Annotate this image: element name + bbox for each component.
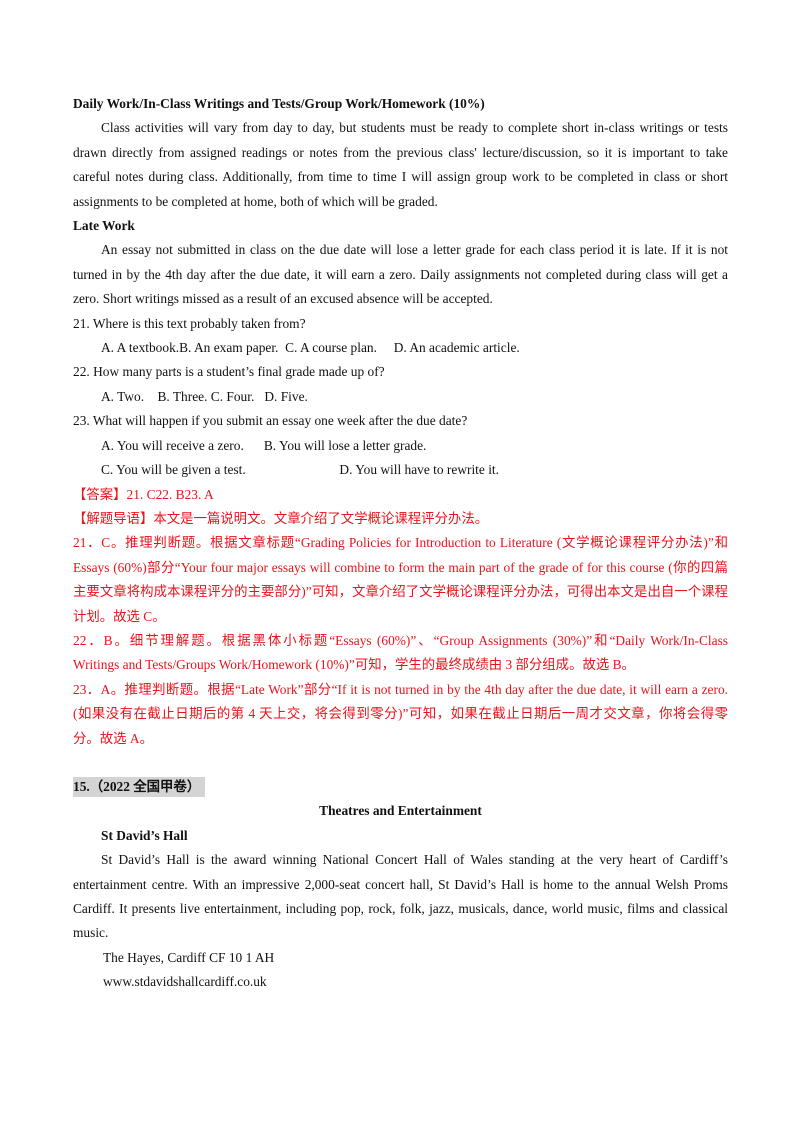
question-23-options-row1: A. You will receive a zero. B. You will … (101, 437, 427, 453)
question-23-stem: 23. What will happen if you submit an es… (73, 413, 468, 429)
answer-key: 【答案】21. C22. B23. A (73, 486, 214, 502)
explanation-21: 21．C。推理判断题。根据文章标题“Grading Policies for I… (73, 535, 728, 624)
question-22-options: A. Two. B. Three. C. Four. D. Five. (101, 388, 308, 404)
section-title: Theatres and Entertainment (319, 803, 482, 819)
venue-address: The Hayes, Cardiff CF 10 1 AH (103, 949, 275, 965)
document-page: Daily Work/In-Class Writings and Tests/G… (73, 92, 728, 995)
venue-website: www.stdavidshallcardiff.co.uk (103, 974, 267, 990)
section-tag: 15.（2022 全国甲卷） (73, 776, 206, 797)
question-22-stem: 22. How many parts is a student’s final … (73, 364, 385, 380)
explanation-22: 22．B。细节理解题。根据黑体小标题“Essays (60%)”、“Group … (73, 632, 728, 673)
paragraph-late-work: An essay not submitted in class on the d… (73, 242, 728, 307)
question-23-options-row2: C. You will be given a test. D. You will… (101, 462, 499, 478)
paragraph-daily-work: Class activities will vary from day to d… (73, 120, 728, 209)
question-21-stem: 21. Where is this text probably taken fr… (73, 315, 306, 331)
solution-guide: 【解题导语】本文是一篇说明文。文章介绍了文学概论课程评分办法。 (73, 510, 489, 526)
heading-daily-work: Daily Work/In-Class Writings and Tests/G… (73, 96, 485, 111)
venue-description: St David’s Hall is the award winning Nat… (73, 852, 728, 941)
venue-name: St David’s Hall (101, 827, 188, 843)
explanation-23: 23．A。推理判断题。根据“Late Work”部分“If it is not … (73, 681, 728, 746)
question-21-options: A. A textbook.B. An exam paper. C. A cou… (101, 340, 520, 356)
heading-late-work: Late Work (73, 218, 135, 234)
section-spacer (73, 751, 728, 775)
